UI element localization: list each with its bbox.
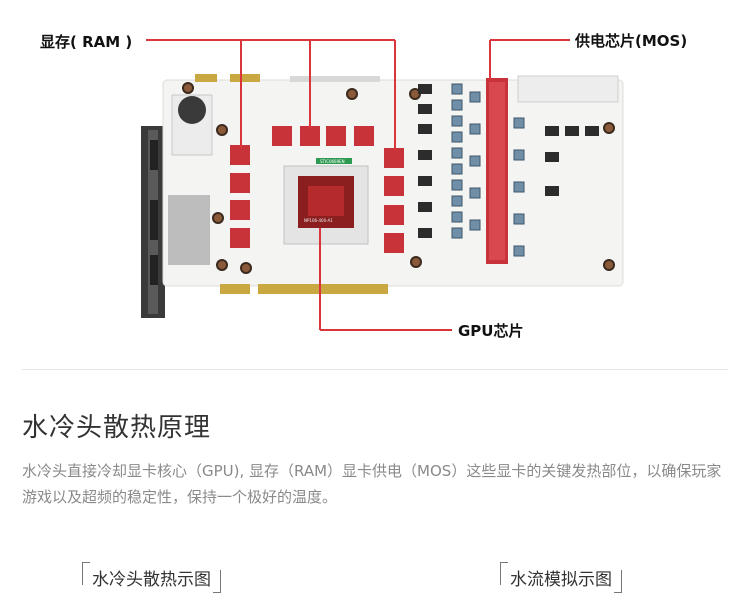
gpu-chip-module: [283, 158, 369, 245]
section-divider: [22, 369, 728, 370]
gpu-board-diagram: STIC0669EN NP106-400-A1: [40, 32, 688, 340]
chip-marking-top: STIC0669EN: [320, 159, 345, 164]
caption-waterflow: 水流模拟示图: [500, 562, 622, 593]
vram-pads: [230, 126, 404, 253]
callout-ram: 显存( RAM ): [40, 33, 133, 51]
mos-column: [486, 78, 508, 264]
graphics-card-illustration: STIC0669EN NP106-400-A1: [141, 39, 624, 331]
callout-mos: 供电芯片(MOS): [575, 32, 688, 50]
section-description: 水冷头直接冷却显卡核心（GPU), 显存（RAM）显卡供电（MOS）这些显卡的关…: [22, 462, 722, 506]
section-heading: 水冷头散热原理: [22, 413, 212, 443]
callout-lines: [146, 39, 570, 331]
mosfets: [418, 84, 599, 238]
pcie-connector: [220, 284, 388, 294]
vrm-components: [451, 83, 525, 257]
caption-waterblock: 水冷头散热示图: [82, 562, 221, 593]
callout-gpu: GPU芯片: [458, 322, 524, 340]
io-bracket: [141, 126, 165, 318]
mounting-holes: [182, 82, 615, 274]
chip-marking-core: NP106-400-A1: [304, 218, 333, 223]
power-connector: [517, 75, 619, 103]
